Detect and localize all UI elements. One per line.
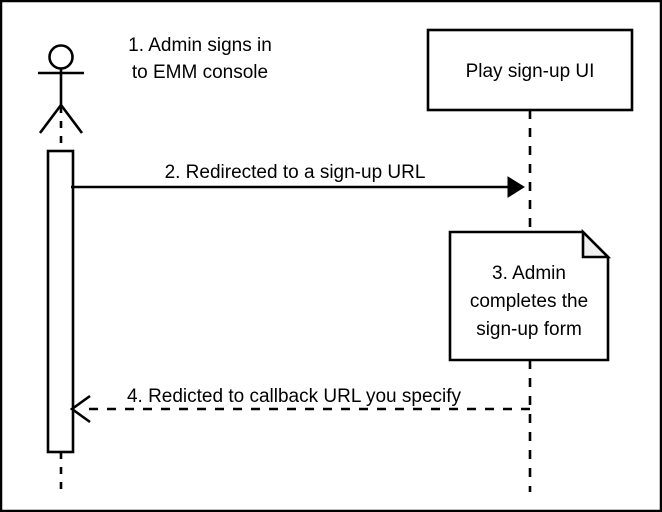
- message-4-arrowhead-icon: [69, 394, 91, 424]
- actor-leg-right-icon: [59, 104, 84, 134]
- note-line2: completes the: [470, 291, 588, 312]
- participant-box-label: Play sign-up UI: [466, 61, 595, 82]
- note-line3: sign-up form: [476, 319, 582, 340]
- note-step3-admin-completes-form[interactable]: 3. Admin completes the sign-up form: [448, 228, 612, 362]
- participant-play-signup-ui[interactable]: Play sign-up UI: [426, 28, 634, 112]
- message-2-redirected-to-signup-url[interactable]: 2. Redirected to a sign-up URL: [71, 162, 525, 198]
- actor-admin[interactable]: [38, 44, 84, 134]
- message-2-label: 2. Redirected to a sign-up URL: [165, 162, 426, 183]
- note-line1: 3. Admin: [492, 263, 566, 284]
- message-4-redirected-to-callback-url[interactable]: 4. Redicted to callback URL you specify: [69, 386, 530, 424]
- note-body: [448, 230, 610, 362]
- actor-leg-left-icon: [38, 104, 63, 134]
- note-fold-icon: [581, 228, 612, 259]
- step1-annotation-line2: to EMM console: [132, 62, 268, 83]
- step1-annotation-line1: 1. Admin signs in: [128, 35, 272, 56]
- message-4-label: 4. Redicted to callback URL you specify: [127, 386, 462, 407]
- activation-bar-admin: [46, 149, 75, 454]
- message-2-arrowhead-icon: [507, 176, 525, 198]
- participant-box: [426, 28, 634, 112]
